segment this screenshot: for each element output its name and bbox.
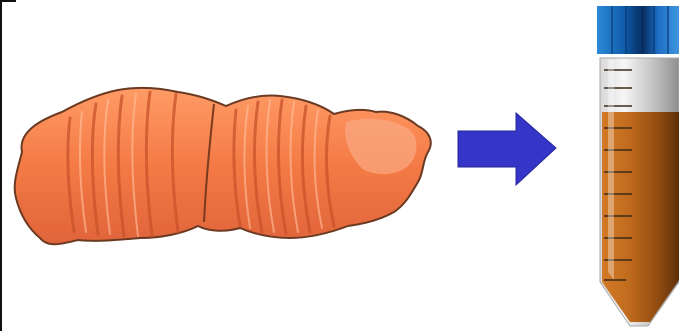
right-arrow-icon: [458, 113, 556, 185]
tube-cap: [597, 6, 679, 54]
frame-border-left: [0, 0, 2, 331]
frame-border-top: [0, 0, 16, 2]
tube-highlight: [608, 60, 614, 280]
conical-tube: [597, 6, 679, 326]
tissue-sample: [15, 88, 431, 244]
